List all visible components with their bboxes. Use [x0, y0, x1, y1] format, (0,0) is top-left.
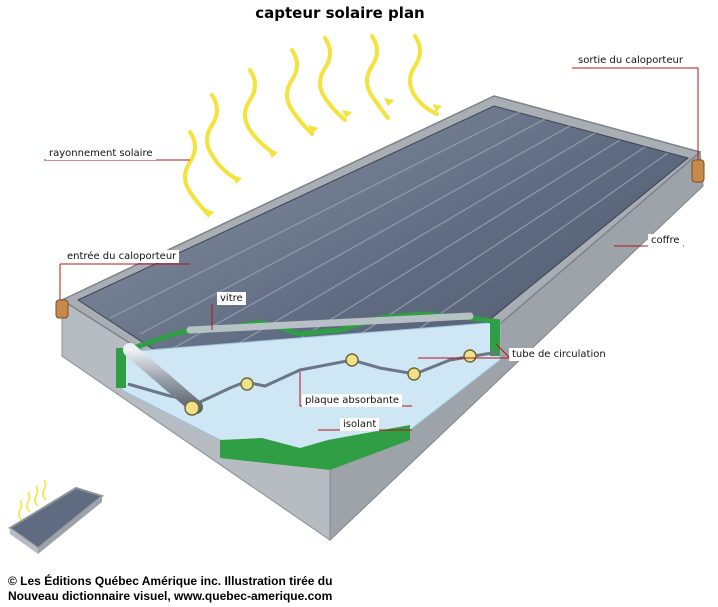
- label-solar-radiation: rayonnement solaire: [46, 147, 156, 160]
- label-outlet: sortie du caloporteur: [575, 54, 686, 67]
- copyright-credit: © Les Éditions Québec Amérique inc. Illu…: [8, 574, 332, 604]
- diagram-title: capteur solaire plan: [255, 4, 425, 22]
- label-absorber-plate: plaque absorbante: [302, 394, 403, 407]
- tube-cross-sections: [184, 349, 477, 416]
- left-seal-post: [116, 348, 126, 388]
- thumbnail-collector: [8, 479, 105, 554]
- label-inlet: entrée du caloporteur: [64, 250, 180, 263]
- right-seal-post: [490, 322, 500, 356]
- credit-line-2: Nouveau dictionnaire visuel, www.quebec-…: [8, 589, 333, 603]
- solar-rays: [183, 34, 439, 216]
- ray-arrowheads: [204, 98, 442, 218]
- label-circulation-tube: tube de circulation: [509, 348, 609, 361]
- outlet-pipe: [691, 159, 705, 183]
- label-insulation: isolant: [340, 418, 380, 431]
- credit-line-1: © Les Éditions Québec Amérique inc. Illu…: [8, 574, 333, 588]
- label-box: coffre: [648, 234, 683, 247]
- circulation-tubes: [123, 312, 474, 414]
- inlet-pipe: [55, 299, 69, 319]
- insulation-green-edge: [220, 425, 410, 470]
- label-glass: vitre: [217, 292, 246, 305]
